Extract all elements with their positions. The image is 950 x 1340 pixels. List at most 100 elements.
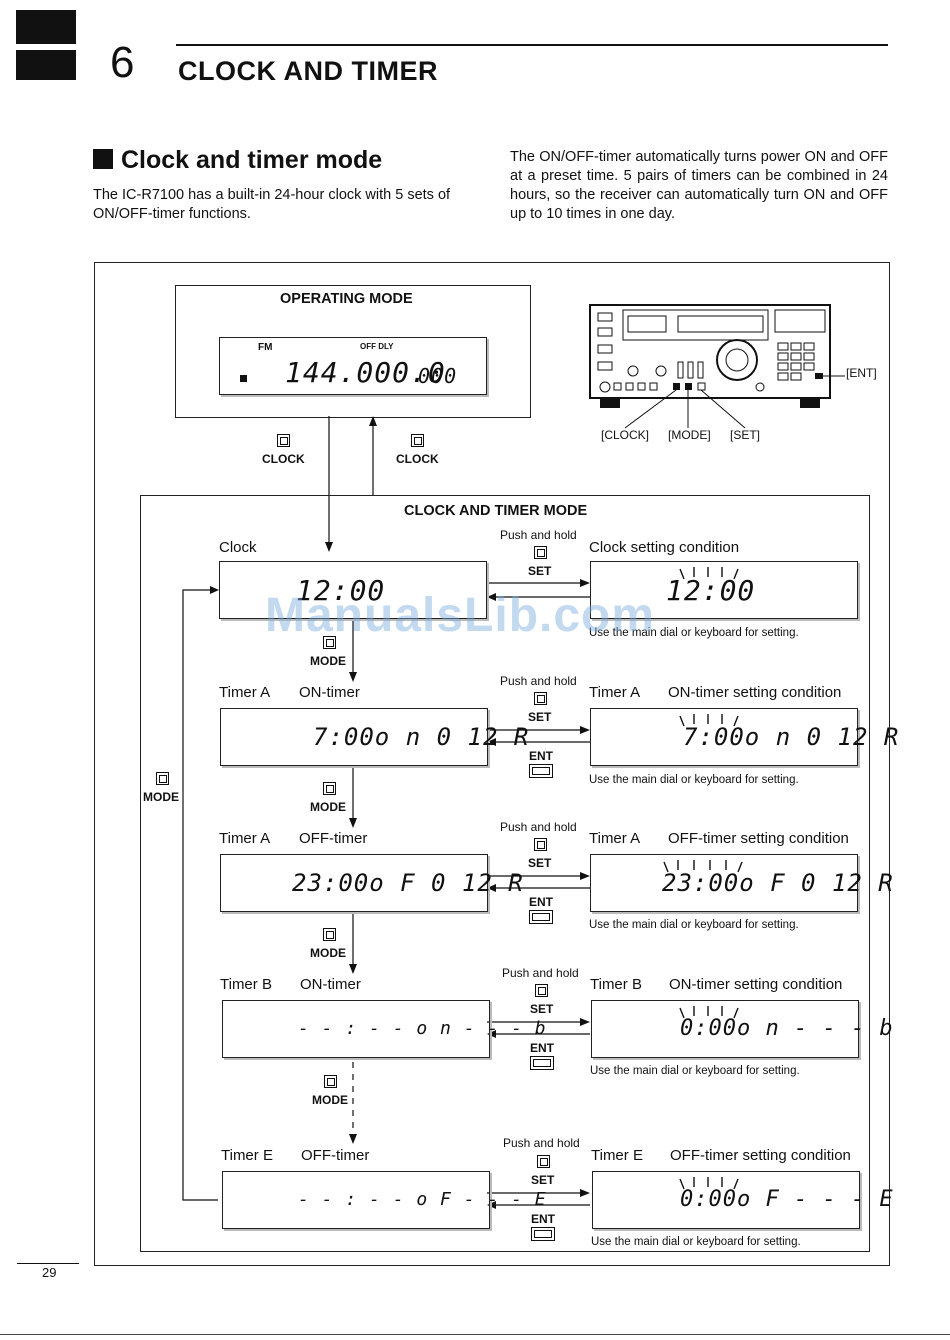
ent-key-icon (529, 764, 553, 778)
mode-key-icon (323, 782, 336, 795)
ent-key-icon (530, 1056, 554, 1070)
row2-left-sub: ON-timer (299, 684, 360, 701)
set-key-icon (534, 838, 547, 851)
chapter-tab-bottom (16, 50, 76, 80)
row2-push-hold: Push and hold (500, 674, 577, 688)
row1-right-label: Clock setting condition (589, 539, 740, 556)
row5-right-label: Timer E (591, 1147, 643, 1164)
row1-push-hold: Push and hold (500, 528, 577, 542)
row4-lcd-left (222, 1000, 490, 1058)
set-key-icon (534, 546, 547, 559)
row5-left-label: Timer E (221, 1147, 273, 1164)
ent-key-icon (531, 1227, 555, 1241)
row4-right-sub: ON-timer setting condition (669, 976, 843, 993)
operating-lcd (219, 337, 487, 395)
operating-mode-title: OPERATING MODE (280, 291, 413, 307)
page-number: 29 (42, 1265, 57, 1280)
row3-left-sub: OFF-timer (299, 830, 368, 847)
mode-key-icon (323, 928, 336, 941)
clock-key-icon (411, 434, 424, 447)
row3-right-label: Timer A (589, 830, 641, 847)
row4-mode-label: MODE (312, 1093, 348, 1107)
section-bullet-icon (93, 149, 113, 169)
row5-right-sub: OFF-timer setting condition (670, 1147, 851, 1164)
footer-rule-left (17, 1263, 79, 1264)
row1-mode-label: MODE (310, 654, 346, 668)
row3-lcd-right (590, 854, 858, 912)
row3-left-label: Timer A (219, 830, 271, 847)
row4-set-label: SET (530, 1002, 554, 1016)
operating-lcd-frequency: 144.000.0 (285, 356, 446, 389)
clock-key-label-down: CLOCK (262, 452, 305, 466)
row4-lcd-left-text: - - : - - o n - - - b (298, 1018, 547, 1039)
row3-mode-label: MODE (310, 946, 346, 960)
mode-key-icon (324, 1075, 337, 1088)
set-key-icon (535, 984, 548, 997)
clock-timer-mode-title: CLOCK AND TIMER MODE (404, 503, 588, 519)
operating-lcd-fm: FM (258, 342, 273, 353)
operating-lcd-indicators: OFF DLY (360, 342, 394, 351)
row1-left-label: Clock (219, 539, 257, 556)
row2-ent-label: ENT (529, 749, 553, 763)
diagram-frame (94, 262, 890, 1266)
row2-left-label: Timer A (219, 684, 271, 701)
ent-key-icon (529, 910, 553, 924)
set-key-icon (534, 692, 547, 705)
row5-lcd-left (222, 1171, 490, 1229)
intro-left: The IC-R7100 has a built-in 24-hour cloc… (93, 187, 451, 222)
row1-lcd-left (219, 561, 487, 619)
footer-rule-bottom (0, 1334, 950, 1335)
radio-ent-label: [ENT] (846, 366, 877, 380)
mode-key-icon (323, 636, 336, 649)
row2-lcd-right (590, 708, 858, 766)
row3-ent-label: ENT (529, 895, 553, 909)
row4-note: Use the main dial or keyboard for settin… (590, 1065, 800, 1077)
watermark: ManualsLib.com (265, 589, 656, 642)
clock-key-icon (277, 434, 290, 447)
row5-ent-label: ENT (531, 1212, 555, 1226)
mode-key-icon (156, 772, 169, 785)
chapter-title: CLOCK AND TIMER (178, 56, 438, 86)
intro-right: The ON/OFF-timer automatically turns pow… (510, 149, 888, 222)
row2-note: Use the main dial or keyboard for settin… (589, 774, 799, 786)
operating-mode-box (175, 285, 531, 418)
row3-right-sub: OFF-timer setting condition (668, 830, 849, 847)
row2-lcd-left (220, 708, 488, 766)
operating-lcd-dot (240, 375, 247, 382)
row1-lcd-right-text: 12:00 (666, 574, 756, 607)
row5-left-sub: OFF-timer (301, 1147, 370, 1164)
row3-lcd-right-text: 23:00o F 0 12 R (662, 869, 894, 897)
row5-lcd-right (592, 1171, 860, 1229)
row1-lcd-left-text: 12:00 (296, 574, 386, 607)
chapter-number: 6 (110, 38, 135, 87)
row4-left-sub: ON-timer (300, 976, 361, 993)
row1-note: Use the main dial or keyboard for settin… (589, 627, 799, 639)
row2-right-label: Timer A (589, 684, 641, 701)
radio-mode-label: [MODE] (668, 428, 711, 442)
row3-lcd-left (220, 854, 488, 912)
section-title: Clock and timer mode (93, 146, 382, 175)
radio-set-label: [SET] (730, 428, 761, 442)
row3-push-hold: Push and hold (500, 820, 577, 834)
row1-set-label: SET (528, 564, 552, 578)
clock-key-label-up: CLOCK (396, 452, 439, 466)
operating-lcd-frequency-small: 000 (418, 364, 458, 388)
row2-mode-label: MODE (310, 800, 346, 814)
chapter-rule (176, 44, 888, 46)
row3-set-label: SET (528, 856, 552, 870)
row4-left-label: Timer B (220, 976, 272, 993)
radio-clock-label: [CLOCK] (601, 428, 650, 442)
row4-lcd-right-text: 0:00o n - - - b (680, 1016, 894, 1041)
row2-lcd-right-text: 7:00o n 0 12 R (683, 723, 900, 751)
row1-lcd-right (590, 561, 858, 619)
row5-set-label: SET (531, 1173, 555, 1187)
row4-right-label: Timer B (590, 976, 642, 993)
chapter-tab-top (16, 10, 76, 44)
section-title-text: Clock and timer mode (121, 146, 383, 174)
row2-set-label: SET (528, 710, 552, 724)
row4-push-hold: Push and hold (502, 966, 579, 980)
row5-lcd-left-text: - - : - - o F - - - E (298, 1189, 547, 1210)
row2-lcd-left-text: 7:00o n 0 12 R (313, 723, 530, 751)
row4-ent-label: ENT (530, 1041, 554, 1055)
